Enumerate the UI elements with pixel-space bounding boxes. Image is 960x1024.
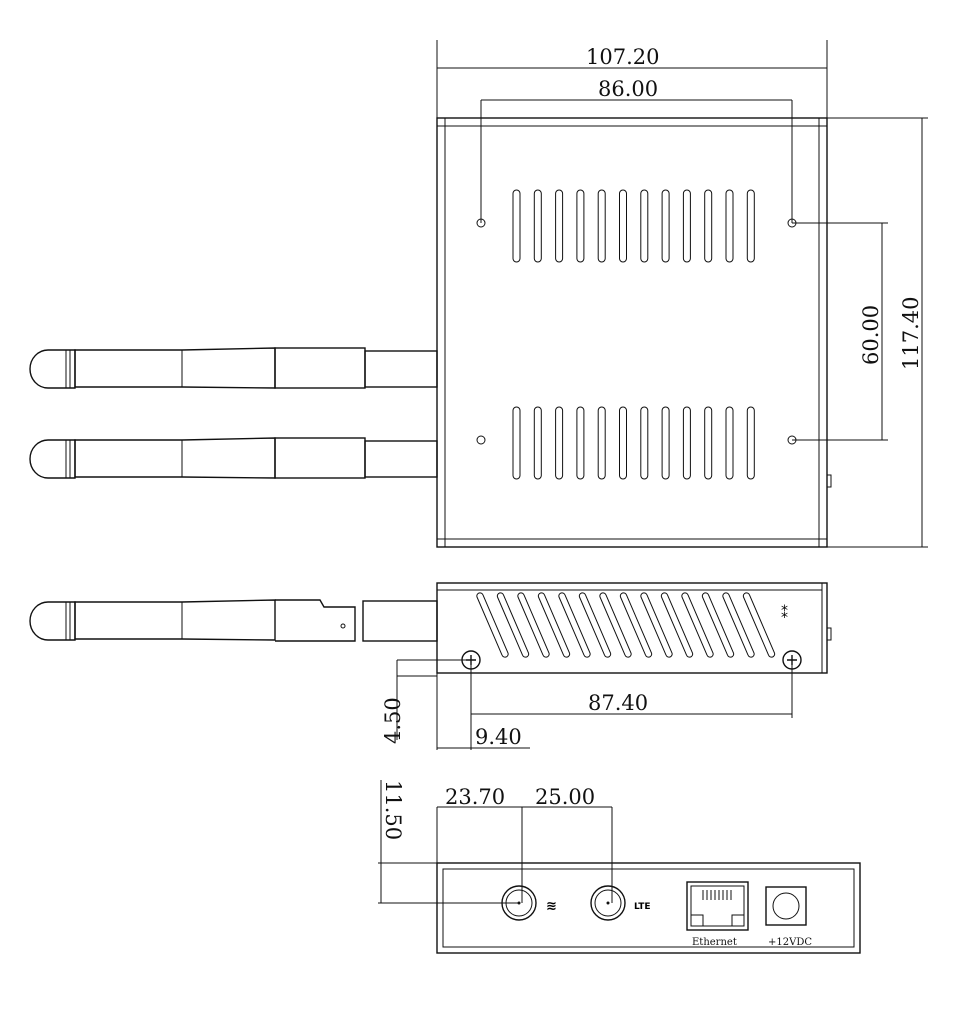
dim-side-screw-spacing: 87.40 — [588, 691, 648, 715]
antenna-tip — [29, 349, 76, 389]
vent-slot — [517, 592, 550, 658]
antenna-connector — [364, 350, 438, 388]
vent-slot — [640, 189, 649, 263]
vent-slot — [578, 592, 612, 658]
mounting-hole — [476, 435, 486, 445]
dim-front-antenna-height: 11.50 — [381, 780, 405, 840]
antenna-section — [274, 437, 366, 479]
vent-slot — [746, 189, 755, 263]
antenna — [29, 347, 438, 389]
vent-slot — [682, 189, 691, 263]
vent-slot — [746, 406, 755, 480]
lte-icon: LTE — [634, 902, 651, 912]
vent-slot — [619, 592, 653, 658]
dim-front-antenna-spacing: 25.00 — [535, 785, 595, 809]
vent-slot — [599, 592, 632, 658]
bluetooth-icon: ⁑ — [781, 604, 788, 622]
dim-top-depth: 117.40 — [899, 297, 923, 370]
vent-slot — [725, 189, 734, 263]
vent-slot — [722, 592, 755, 658]
vent-slot — [533, 189, 542, 263]
vent-slot — [704, 189, 713, 263]
vent-slot — [701, 592, 735, 658]
power-jack: +12VDC — [765, 886, 812, 948]
vent-slot — [476, 592, 509, 658]
dim-side-screw-height: 4.50 — [381, 697, 405, 744]
antenna-hinge — [275, 599, 356, 642]
dim-top-width: 107.20 — [586, 45, 659, 69]
vent-slot — [555, 406, 564, 480]
antenna-body — [74, 437, 276, 479]
front-view: ≋ LTE Ethernet +12VDC 23.70 25.00 11.50 — [378, 780, 861, 954]
dim-front-antenna1: 23.70 — [445, 785, 505, 809]
top-view-outline — [436, 117, 828, 548]
dim-hole-spacing-y: 60.00 — [859, 305, 883, 365]
vent-slot — [661, 406, 670, 480]
ethernet-label: Ethernet — [692, 937, 737, 948]
antenna-tip — [29, 601, 76, 641]
antenna-body — [74, 347, 276, 389]
antenna — [29, 437, 438, 479]
vent-slot — [640, 592, 673, 658]
antenna-body — [74, 599, 276, 641]
antenna — [29, 599, 438, 642]
vent-slot — [597, 189, 606, 263]
dim-side-screw-offset: 9.40 — [475, 725, 522, 749]
dim-hole-spacing-x: 86.00 — [598, 77, 658, 101]
antenna-tip — [29, 439, 76, 479]
vent-slot — [597, 406, 606, 480]
antenna-connector-lte — [590, 885, 626, 921]
wifi-icon: ≋ — [546, 899, 557, 914]
vent-slot — [660, 592, 694, 658]
vent-slot — [576, 189, 585, 263]
vent-slot — [619, 189, 627, 263]
vent-slot — [555, 189, 564, 263]
vent-slot — [533, 406, 542, 480]
top-view: 107.20 86.00 60.00 117.40 — [436, 40, 928, 548]
vent-slot — [512, 189, 521, 263]
vent-slot — [512, 406, 521, 480]
vent-slot — [725, 406, 734, 480]
front-view-outline — [436, 862, 861, 954]
vent-slot — [537, 592, 571, 658]
hinge-pin — [340, 623, 346, 629]
vent-slot — [681, 592, 714, 658]
side-view-outline — [436, 582, 828, 674]
ethernet-port: Ethernet — [686, 881, 749, 948]
antenna-connector — [364, 440, 438, 478]
vent-slot — [704, 406, 713, 480]
antenna-connector — [362, 600, 438, 642]
vent-slot — [742, 592, 776, 658]
antenna-section — [274, 347, 366, 389]
power-label: +12VDC — [768, 937, 812, 948]
vent-slot — [576, 406, 585, 480]
vent-slot — [640, 406, 649, 480]
vent-slot — [496, 592, 530, 658]
vent-slot — [661, 189, 670, 263]
vent-slot — [619, 406, 627, 480]
side-view: ⁑ 4.50 87.40 9.40 — [381, 582, 832, 750]
vent-slot — [682, 406, 691, 480]
vent-slot — [558, 592, 591, 658]
